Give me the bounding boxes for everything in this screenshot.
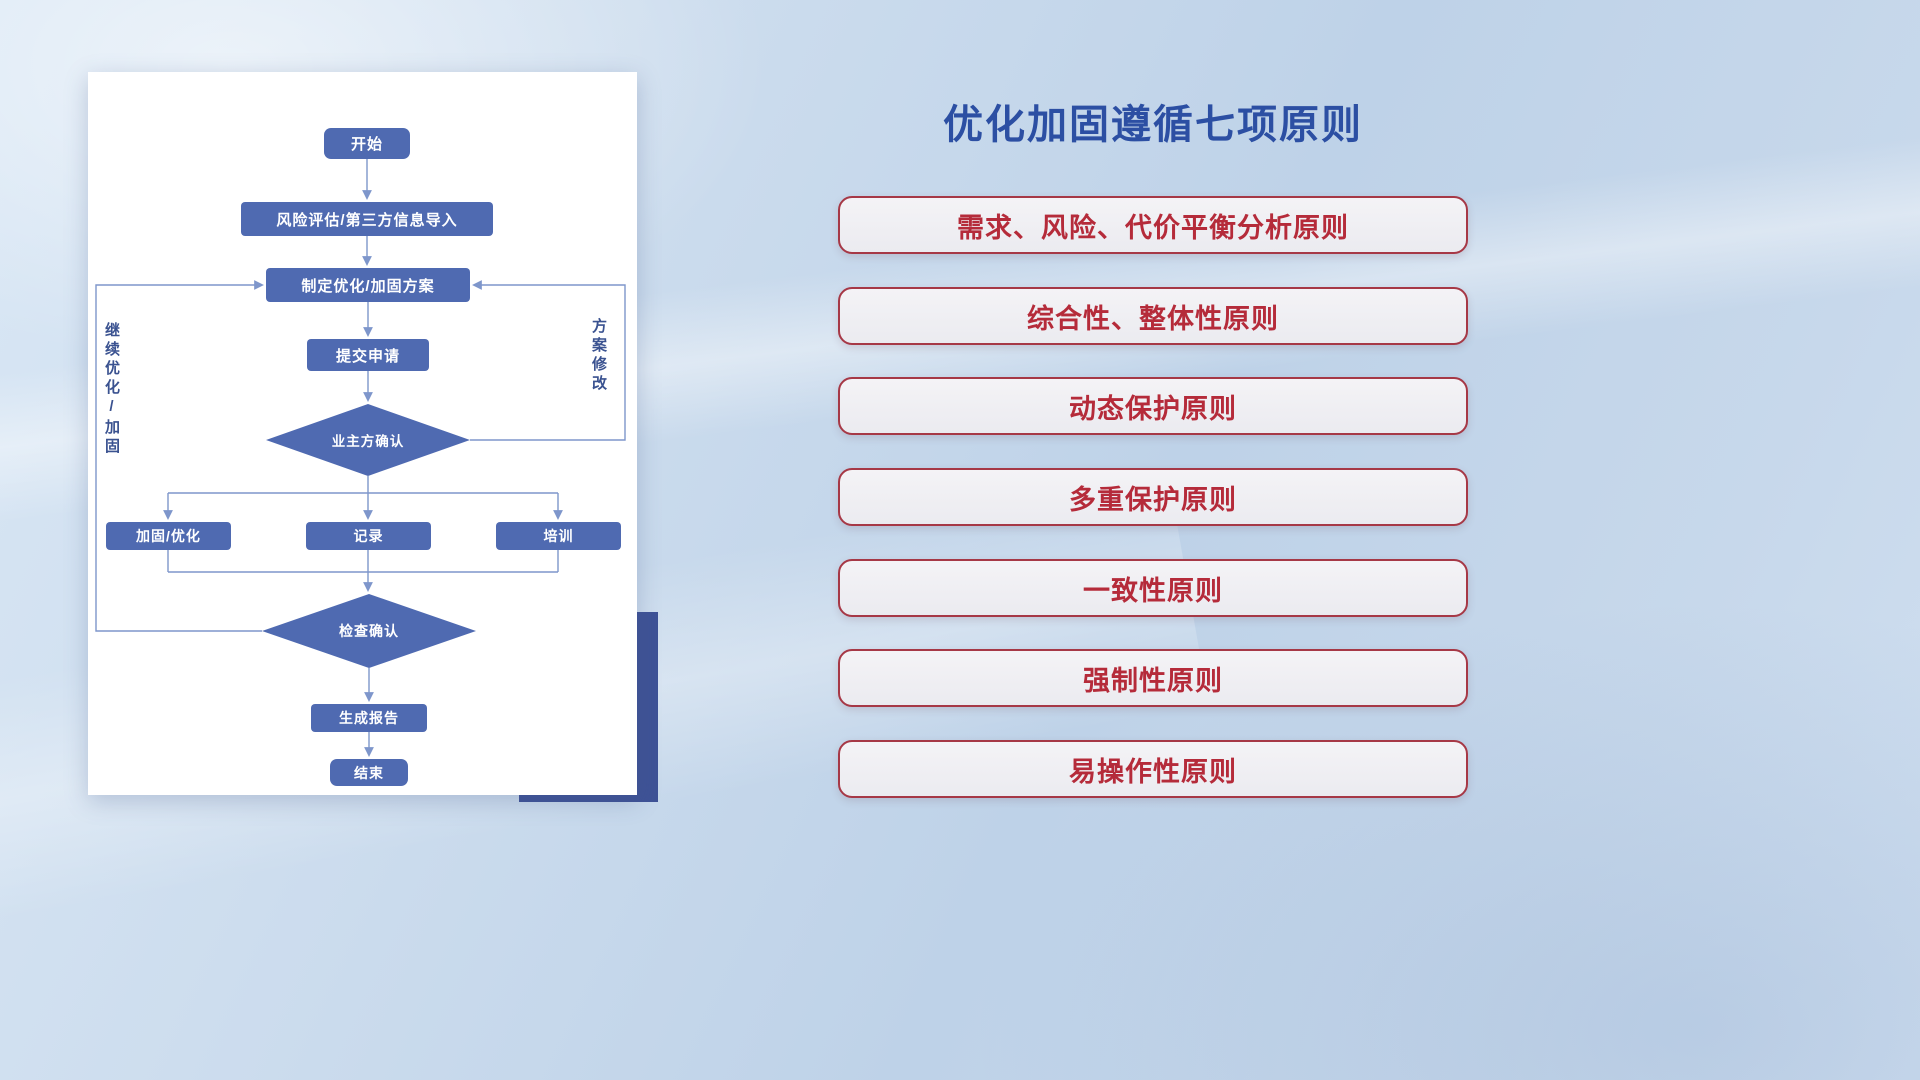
flow-node-record: 记录 [306, 522, 431, 550]
flow-node-harden-optimize: 加固/优化 [106, 522, 231, 550]
principle-item: 多重保护原则 [838, 468, 1468, 526]
flowchart-card: 开始 风险评估/第三方信息导入 制定优化/加固方案 提交申请 业主方确认 加固/… [88, 72, 637, 795]
principle-item: 强制性原则 [838, 649, 1468, 707]
principle-item: 易操作性原则 [838, 740, 1468, 798]
principle-item: 需求、风险、代价平衡分析原则 [838, 196, 1468, 254]
flow-node-make-plan: 制定优化/加固方案 [266, 268, 470, 302]
flow-node-training: 培训 [496, 522, 621, 550]
principle-item: 一致性原则 [838, 559, 1468, 617]
principle-item: 动态保护原则 [838, 377, 1468, 435]
principle-item: 综合性、整体性原则 [838, 287, 1468, 345]
loop-label-continue-optimize: 继续优化/加固 [103, 322, 120, 457]
flow-node-generate-report: 生成报告 [311, 704, 427, 732]
principles-title: 优化加固遵循七项原则 [943, 103, 1363, 147]
loop-label-plan-revision: 方案修改 [590, 318, 607, 394]
flow-node-submit-request: 提交申请 [307, 339, 429, 371]
flow-node-start: 开始 [324, 128, 410, 159]
flowchart-connectors [95, 159, 626, 757]
flow-node-end: 结束 [330, 759, 408, 786]
flow-node-risk-assessment: 风险评估/第三方信息导入 [241, 202, 493, 236]
